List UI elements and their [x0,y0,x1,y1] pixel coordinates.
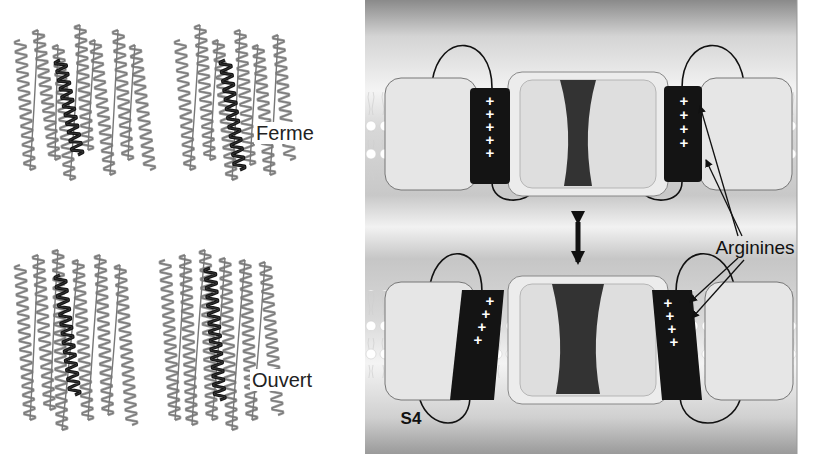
helix-ribbon [33,255,55,410]
helix-outline [195,25,215,160]
helix-outline [15,265,35,420]
loop-strand [190,25,200,170]
helix-ribbon [15,265,35,420]
loop-strand [192,250,205,425]
charge-sign: + [486,145,495,160]
loop-strand [175,255,185,420]
helix-outline [205,268,225,400]
helix-outline [55,275,80,395]
loop-strand [88,40,95,150]
helix-outline [180,255,197,425]
loop-strand [232,260,245,430]
helix-ribbon [220,60,245,170]
loop-strand [110,30,118,175]
charge-sign: + [680,93,689,108]
helix-outline [220,60,245,170]
loop-strand [252,262,265,420]
state-label: Ouvert [250,369,314,391]
loop-strand [210,40,218,160]
charge-sign: + [670,334,679,349]
helix-outline [55,60,83,155]
charge-sign: + [474,332,483,347]
helix-ribbon [15,40,35,170]
loop-strand [88,255,100,420]
helix-outline [33,255,55,410]
loop-strand [108,265,120,415]
charge-sign: + [680,135,689,150]
helix-ribbon [180,255,197,425]
loop-strand [30,30,38,170]
charge-sign: + [680,107,689,122]
loop-strand [50,250,58,410]
loop-strand [270,35,278,175]
loop-strand [128,45,135,160]
helix-ribbon [235,30,255,165]
loop-strand [30,255,38,420]
residue-label: Arginines [715,238,794,257]
helix-ribbon [205,268,225,400]
helix-ribbon [55,275,80,395]
state-label: Ferme [254,122,316,144]
helix-ribbon [55,60,83,155]
helix-outline [15,40,35,170]
helix-ribbon [195,25,215,160]
loop-strand [250,45,258,165]
segment-label: S4 [401,410,422,427]
helix-outline [235,30,255,165]
charge-sign: + [680,121,689,136]
